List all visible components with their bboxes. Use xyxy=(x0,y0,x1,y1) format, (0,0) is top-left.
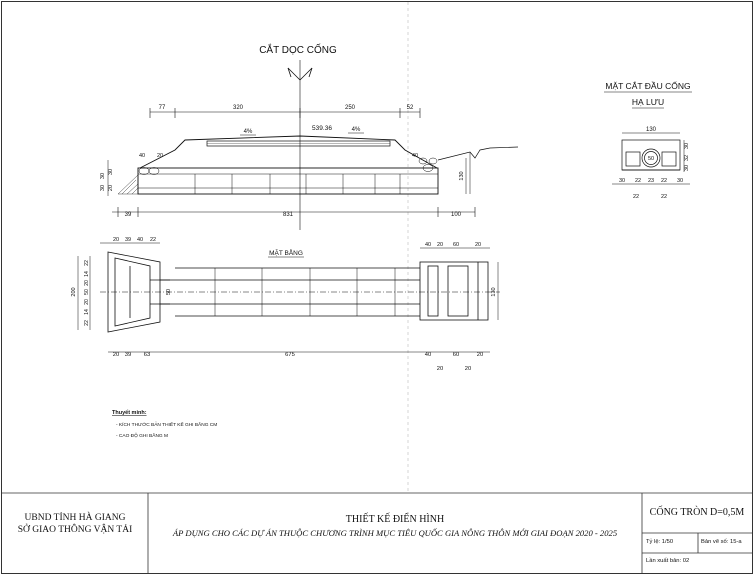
notes-title: Thuyết minh: xyxy=(112,409,147,416)
plan-tl-2: 40 xyxy=(137,237,143,243)
long-dim-52: 52 xyxy=(407,105,414,111)
north-arrow-icon xyxy=(287,67,313,81)
end-bottom-0: 30 xyxy=(619,178,625,184)
edition: Lần xuất bản: 02 xyxy=(646,558,690,564)
scale: Tỷ lệ: 1/50 xyxy=(646,539,674,545)
plan-bd-0: 20 xyxy=(113,352,119,358)
long-bottom-831: 831 xyxy=(283,212,294,218)
plan-tl-0: 20 xyxy=(113,237,119,243)
plan-lv-1: 14 xyxy=(84,271,90,277)
long-left-20: 20 xyxy=(157,153,163,159)
end-bottom-4: 30 xyxy=(677,178,683,184)
plan-bd-5: 60 xyxy=(453,352,459,358)
end-section: MẶT CẮT ĐẦU CỐNG HẠ LƯU 130 50 30 32 30 … xyxy=(604,80,692,200)
long-dim-77: 77 xyxy=(159,105,166,111)
long-left-vert-2: 30 xyxy=(100,185,106,191)
plan-lv-3: 50 xyxy=(84,289,90,295)
notes-line-0: - KÍCH THƯỚC BẢN THIẾT KẾ GHI BẰNG CM xyxy=(116,420,217,428)
plan-bd-3: 675 xyxy=(285,352,295,358)
end-vert-2: 30 xyxy=(684,165,690,171)
plan-bs-1: 20 xyxy=(465,366,471,372)
end-bottom-1: 22 xyxy=(635,178,641,184)
long-left-40: 40 xyxy=(139,153,145,159)
long-right-40: 40 xyxy=(412,153,418,159)
long-bottom-100: 100 xyxy=(451,212,462,218)
long-left-vert-3: 30 xyxy=(108,169,114,175)
plan-lv-2: 20 xyxy=(84,280,90,286)
long-right-130: 130 xyxy=(459,171,465,180)
notes-line-1: - CAO ĐỘ GHI BẰNG M xyxy=(116,431,168,439)
plan-tr-1: 20 xyxy=(437,242,443,248)
elevation-label: 539.36 xyxy=(312,125,332,132)
plan-tl-3: 22 xyxy=(150,237,156,243)
plan-view: MẶT BẰNG 20 39 40 22 40 20 60 20 200 22 … xyxy=(71,237,500,372)
plan-left-total: 200 xyxy=(71,287,77,296)
plan-tr-2: 60 xyxy=(453,242,459,248)
end-base-1: 22 xyxy=(661,194,667,200)
org-line2: SỞ GIAO THÔNG VẬN TẢI xyxy=(17,525,133,535)
plan-tr-3: 20 xyxy=(475,242,481,248)
main-title-cell: THIẾT KẾ ĐIỂN HÌNH ÁP DỤNG CHO CÁC DỰ ÁN… xyxy=(148,513,642,539)
end-bottom-3: 22 xyxy=(661,178,667,184)
notes: Thuyết minh: - KÍCH THƯỚC BẢN THIẾT KẾ G… xyxy=(112,409,217,439)
org-line1: UBND TỈNH HÀ GIANG xyxy=(24,513,126,523)
plan-bd-1: 39 xyxy=(125,352,131,358)
main-title: THIẾT KẾ ĐIỂN HÌNH xyxy=(345,514,445,525)
end-width-130: 130 xyxy=(646,127,657,133)
end-section-subtitle: HẠ LƯU xyxy=(632,97,664,107)
end-base-0: 22 xyxy=(633,194,639,200)
end-section-title: MẶT CẮT ĐẦU CỐNG xyxy=(605,80,690,91)
end-bottom-2: 23 xyxy=(648,178,654,184)
plan-pipe-50: 50 xyxy=(166,289,172,295)
long-dim-250: 250 xyxy=(345,105,356,111)
plan-bd-4: 40 xyxy=(425,352,431,358)
org-cell: UBND TỈNH HÀ GIANG SỞ GIAO THÔNG VẬN TẢI xyxy=(2,512,148,536)
long-left-vert-1: 20 xyxy=(108,185,114,191)
plan-tl-1: 39 xyxy=(125,237,131,243)
sheet-no: Bản vẽ số: 15-a xyxy=(701,539,742,545)
slope-right-label: 4% xyxy=(352,127,361,133)
plan-lv-6: 22 xyxy=(84,320,90,326)
plan-bd-2: 63 xyxy=(144,352,150,358)
main-subtitle: ÁP DỤNG CHO CÁC DỰ ÁN THUỘC CHƯƠNG TRÌNH… xyxy=(172,528,618,538)
title-block-frame xyxy=(2,492,752,573)
long-bottom-39: 39 xyxy=(125,212,132,218)
plan-bs-0: 20 xyxy=(437,366,443,372)
plan-lv-0: 22 xyxy=(84,260,90,266)
longitudinal-section: CẮT DỌC CỐNG 77 320 250 52 539.36 4% 4% xyxy=(100,42,519,230)
plan-title: MẶT BẰNG xyxy=(269,248,303,257)
long-dim-320: 320 xyxy=(233,105,244,111)
slope-left-label: 4% xyxy=(244,129,253,135)
end-vert-0: 30 xyxy=(684,143,690,149)
end-circle-50: 50 xyxy=(648,156,654,162)
drawing-name: CỐNG TRÒN D=0,5M xyxy=(649,507,745,518)
plan-lv-5: 14 xyxy=(84,309,90,315)
long-section-title: CẮT DỌC CỐNG xyxy=(259,42,337,56)
end-vert-1: 32 xyxy=(684,155,690,161)
plan-tr-0: 40 xyxy=(425,242,431,248)
long-left-vert-0: 30 xyxy=(100,173,106,179)
plan-bd-6: 20 xyxy=(477,352,483,358)
plan-lv-4: 20 xyxy=(84,299,90,305)
plan-right-130: 130 xyxy=(491,287,497,296)
